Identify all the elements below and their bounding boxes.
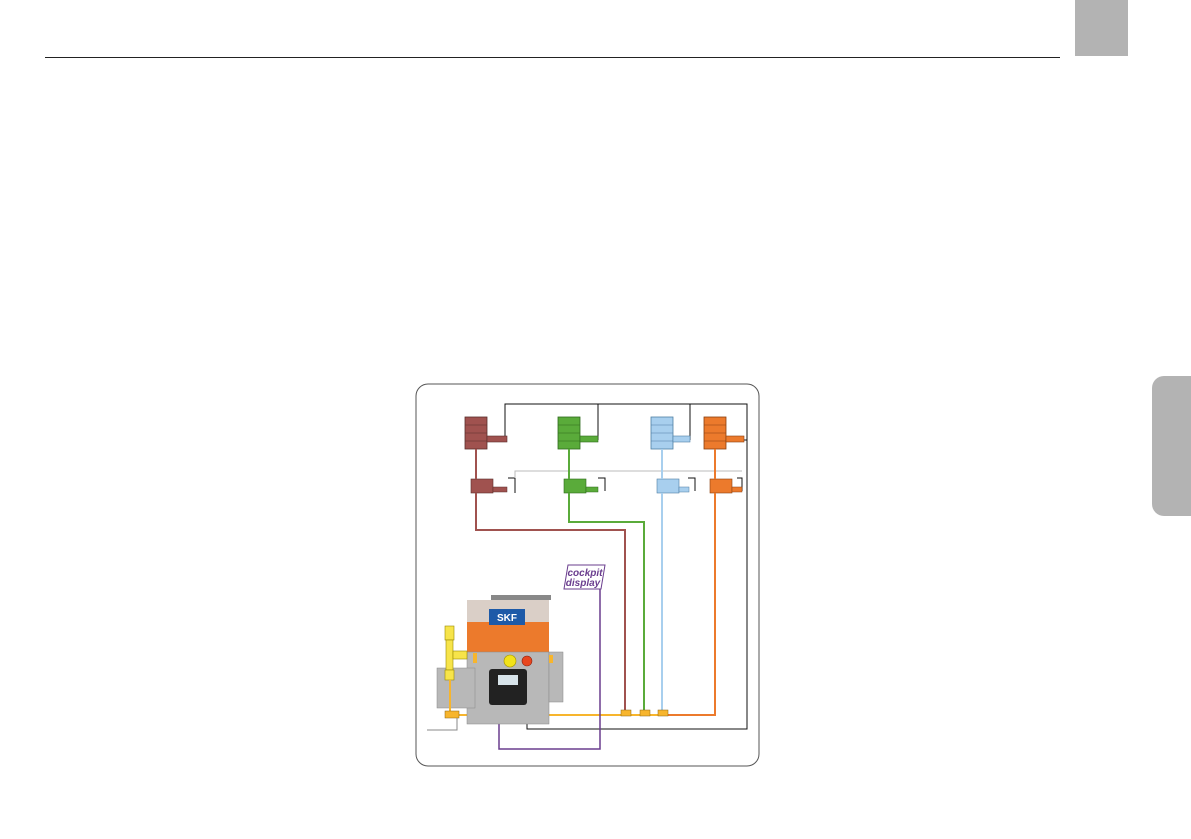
pump-control-panel [489,669,527,705]
lubrication-system-diagram: cockpit display SKF [415,383,760,767]
sensor-wire [515,471,742,478]
blue-circuit [651,417,690,713]
orange-circuit [662,417,744,715]
header-rule [45,57,1060,58]
cockpit-display-badge: cockpit display [564,565,605,589]
page-corner-tab [1075,0,1128,56]
cockpit-label-line2: display [566,578,601,589]
skf-logo-text: SKF [497,613,517,624]
pump-unit: SKF [437,595,563,724]
chapter-side-tab [1152,376,1191,516]
